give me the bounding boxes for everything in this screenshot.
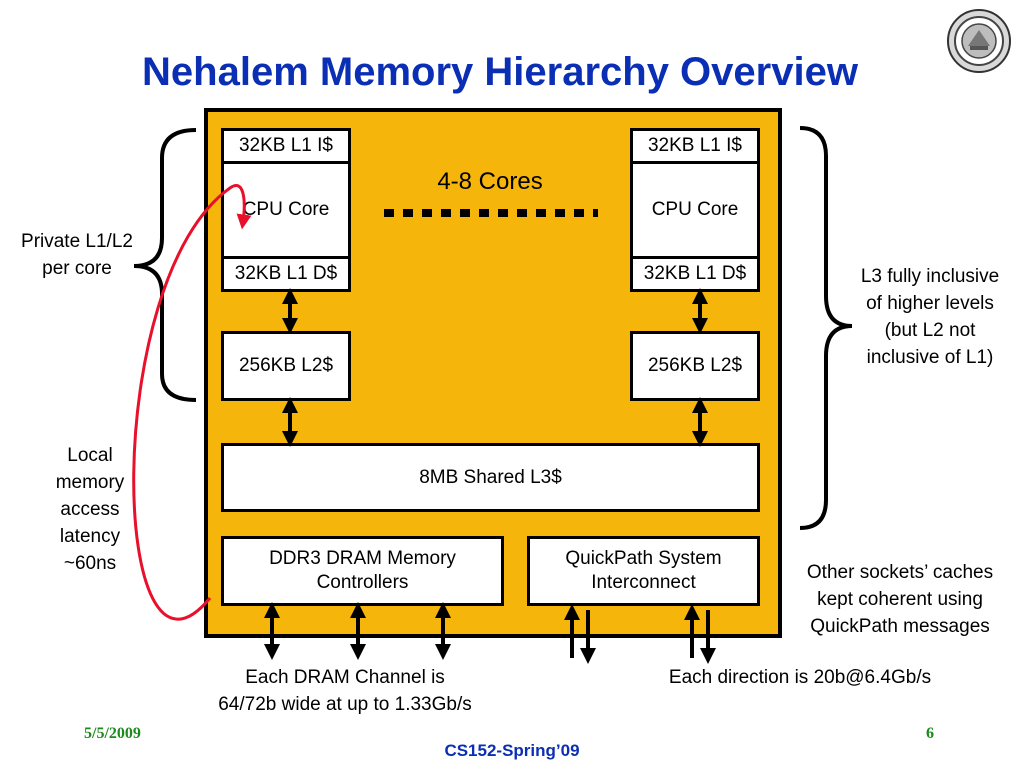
dram-controller-line1: DDR3 DRAM Memory bbox=[269, 548, 456, 569]
latency-line1: Local bbox=[67, 445, 113, 466]
left-l2-label: 256KB L2$ bbox=[238, 355, 334, 376]
l3-label: 8MB Shared L3$ bbox=[419, 466, 562, 488]
l3-inclusive-annotation: L3 fully inclusive of higher levels (but… bbox=[836, 263, 1024, 371]
private-line2: per core bbox=[42, 258, 112, 279]
other-sockets-annotation: Other sockets’ caches kept coherent usin… bbox=[782, 559, 1018, 640]
direction-annotation: Each direction is 20b@6.4Gb/s bbox=[668, 667, 932, 688]
right-cpu-core: CPU Core bbox=[630, 161, 760, 259]
footer-page-number: 6 bbox=[926, 725, 934, 742]
footer-course: CS152-Spring’09 bbox=[444, 741, 580, 760]
right-l2-cache: 256KB L2$ bbox=[630, 331, 760, 401]
latency-line3: access bbox=[60, 499, 120, 520]
latency-line5: ~60ns bbox=[63, 553, 117, 574]
latency-line4: latency bbox=[59, 526, 121, 547]
slide-title: Nehalem Memory Hierarchy Overview bbox=[142, 50, 858, 94]
latency-line2: memory bbox=[55, 472, 125, 493]
quickpath-line2: Interconnect bbox=[591, 572, 696, 593]
latency-annotation: Local memory access latency ~60ns bbox=[30, 442, 150, 577]
cores-count-label: 4-8 Cores bbox=[437, 168, 543, 195]
right-cpu-label: CPU Core bbox=[651, 199, 739, 220]
dram-channel-line2: 64/72b wide at up to 1.33Gb/s bbox=[218, 694, 472, 715]
right-l1i-label: 32KB L1 I$ bbox=[647, 135, 743, 156]
other-sockets-line3: QuickPath messages bbox=[810, 616, 990, 637]
latency-curve bbox=[132, 184, 252, 621]
dram-channel-annotation: Each DRAM Channel is 64/72b wide at up t… bbox=[180, 664, 510, 718]
l3-cache: 8MB Shared L3$ bbox=[221, 443, 760, 512]
right-l1d-label: 32KB L1 D$ bbox=[643, 263, 747, 284]
dram-controller-line2: Controllers bbox=[316, 572, 409, 593]
footer-date: 5/5/2009 bbox=[84, 725, 141, 742]
dram-channel-line1: Each DRAM Channel is bbox=[245, 667, 445, 688]
other-sockets-line2: kept coherent using bbox=[817, 589, 983, 610]
left-cpu-label: CPU Core bbox=[242, 199, 330, 220]
l3-inclusive-line1: L3 fully inclusive bbox=[860, 266, 1000, 287]
university-seal-icon bbox=[946, 8, 1012, 74]
l3-inclusive-line3: (but L2 not bbox=[884, 320, 976, 341]
private-line1: Private L1/L2 bbox=[21, 231, 133, 252]
private-brace bbox=[133, 128, 197, 402]
quickpath-interconnect: QuickPath System Interconnect bbox=[527, 536, 760, 606]
private-annotation: Private L1/L2 per core bbox=[2, 228, 152, 282]
l3-inclusive-line2: of higher levels bbox=[866, 293, 994, 314]
l3-inclusive-line4: inclusive of L1) bbox=[866, 347, 994, 368]
left-l1i-label: 32KB L1 I$ bbox=[238, 135, 334, 156]
right-l1i-cache: 32KB L1 I$ bbox=[630, 128, 760, 164]
left-l1d-label: 32KB L1 D$ bbox=[234, 263, 338, 284]
quickpath-line1: QuickPath System bbox=[565, 548, 722, 569]
dram-controller: DDR3 DRAM Memory Controllers bbox=[221, 536, 504, 606]
l3-brace bbox=[799, 126, 853, 530]
other-sockets-line1: Other sockets’ caches bbox=[806, 562, 994, 583]
right-l2-label: 256KB L2$ bbox=[647, 355, 743, 376]
